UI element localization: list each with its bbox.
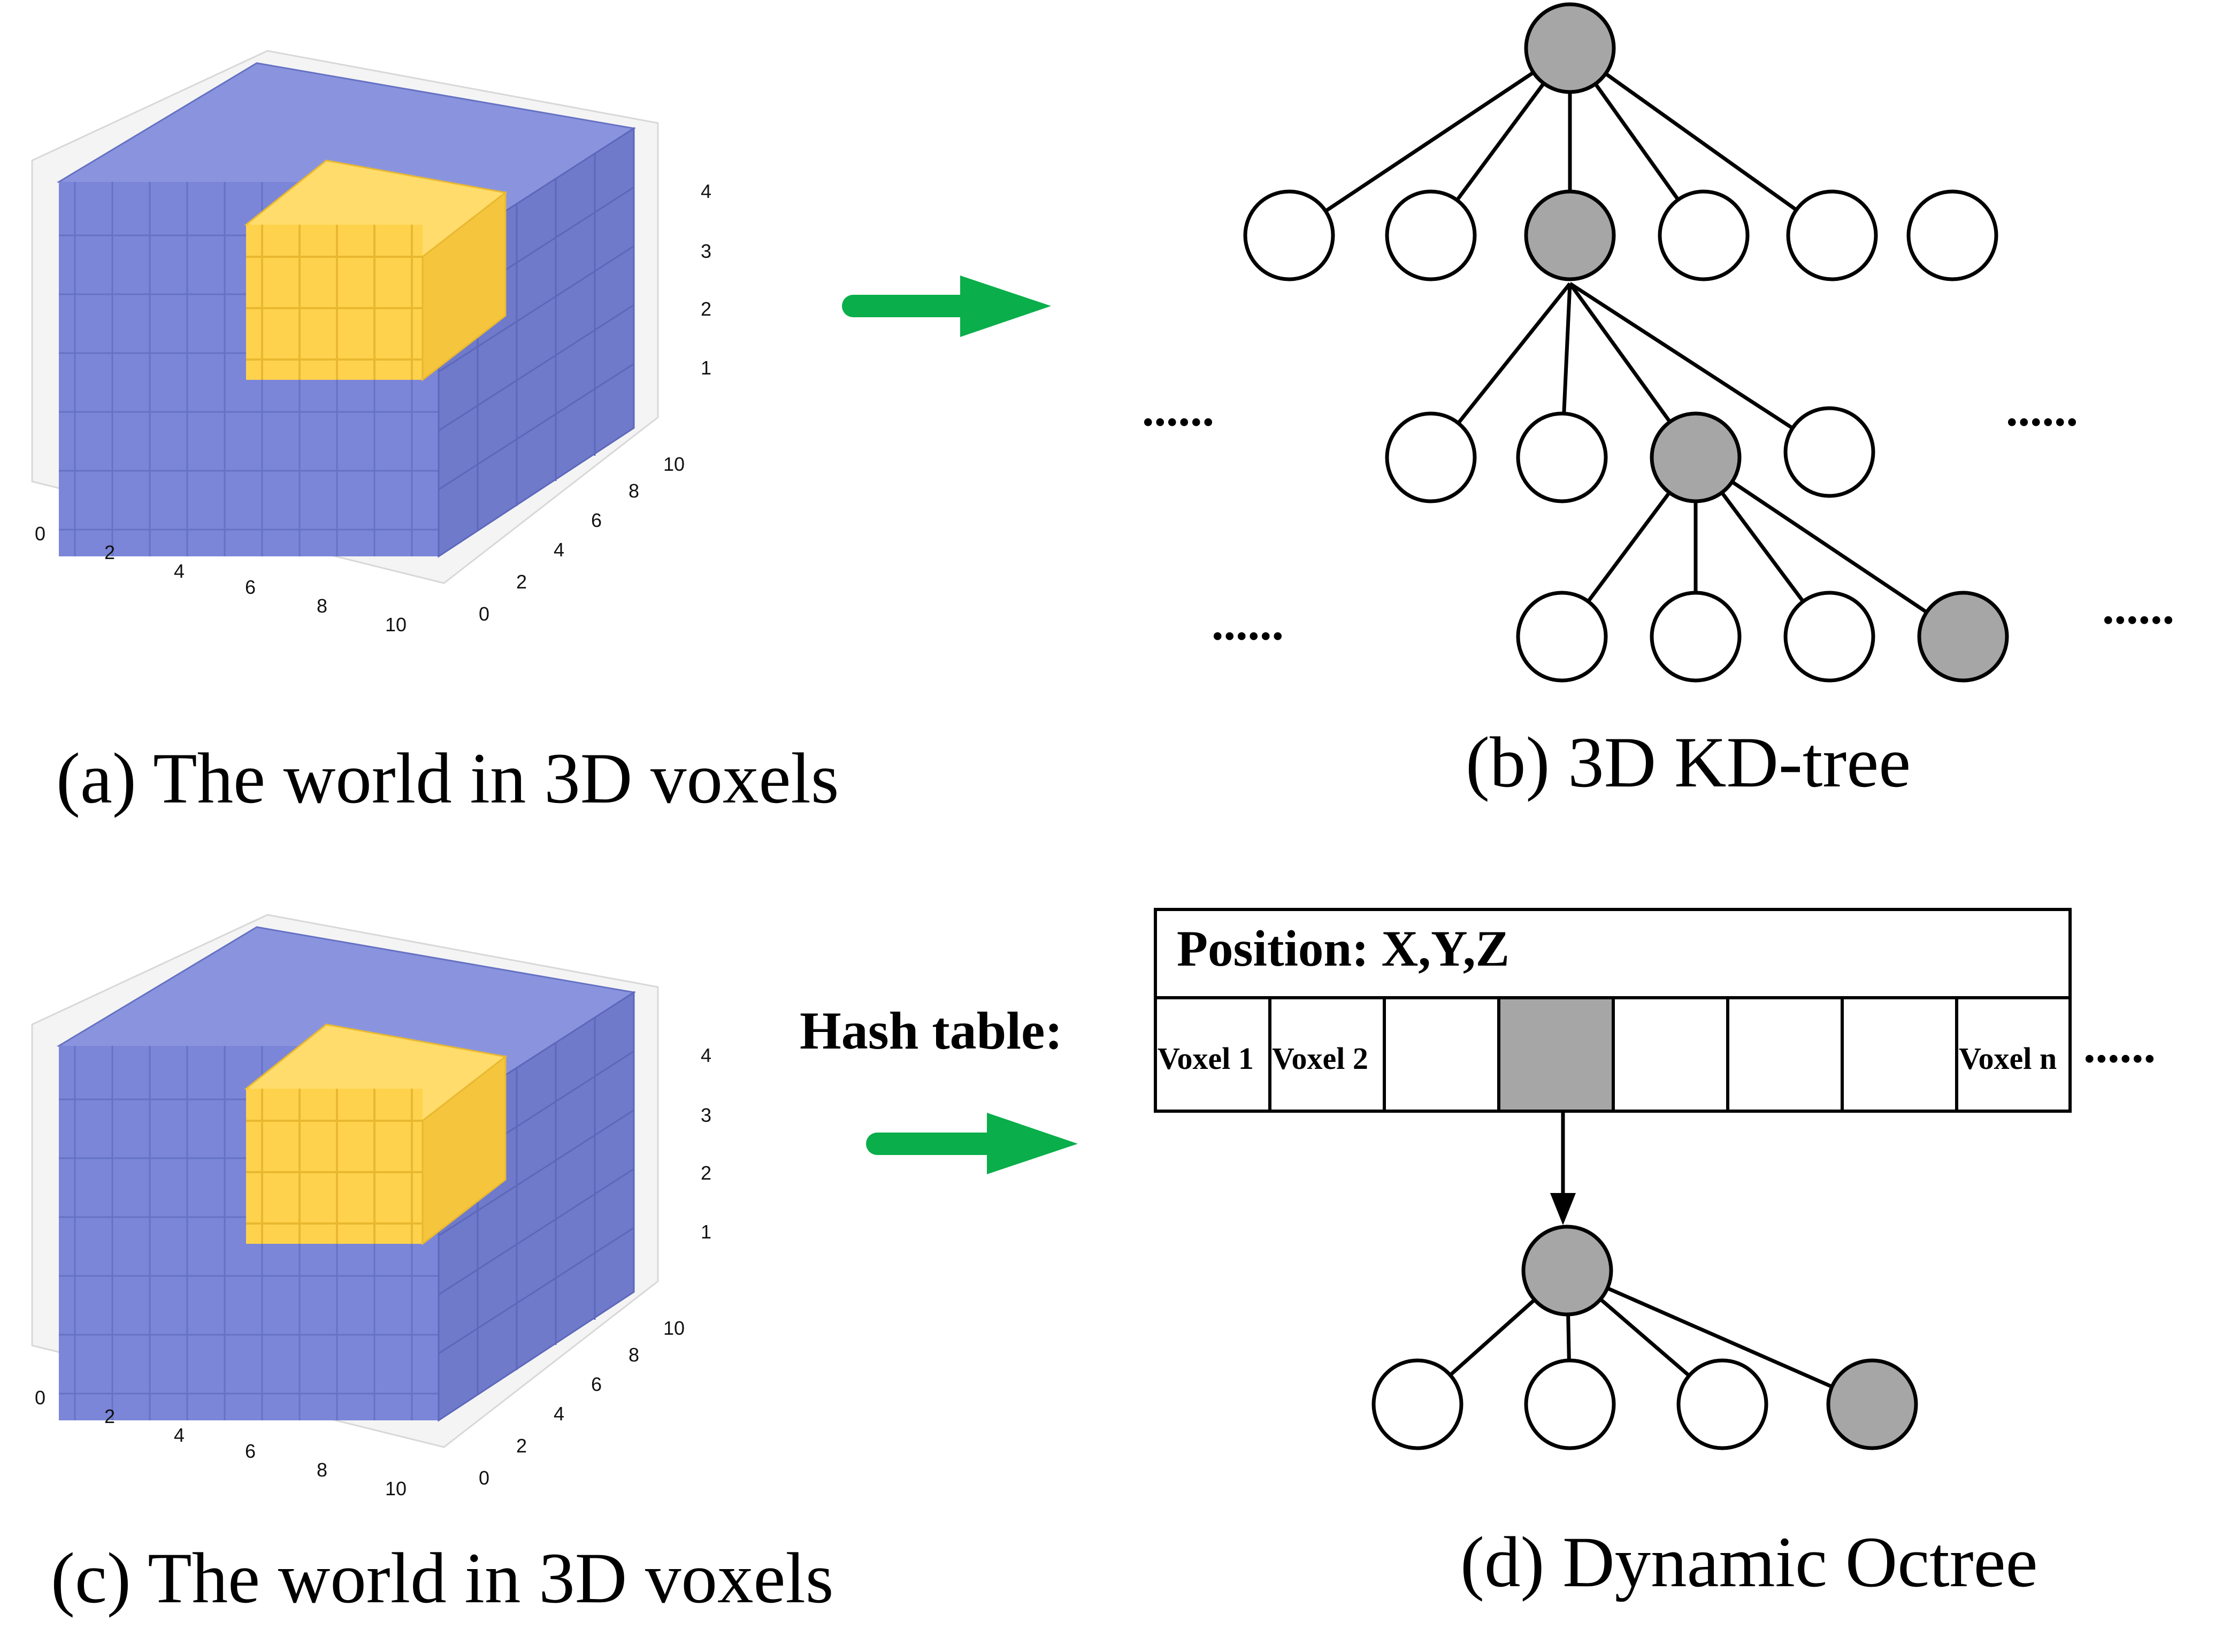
tick-label: 10 (385, 614, 407, 636)
tick-label: 4 (701, 180, 711, 202)
tick-label: 10 (663, 1317, 685, 1339)
tree-node (1524, 1358, 1616, 1450)
x-axis-ticks: 0 2 4 6 8 10 (35, 523, 407, 636)
tree-node (1650, 411, 1742, 503)
cell-label: Voxel n (1959, 1041, 2057, 1076)
tick-label: 6 (591, 1373, 602, 1395)
tick-label: 1 (701, 357, 711, 379)
ellipsis: ...... (2083, 1020, 2156, 1073)
tree-node (1783, 406, 1875, 498)
caption-c: (c) The world in 3D voxels (51, 1539, 833, 1618)
tick-label: 10 (385, 1478, 407, 1500)
ellipsis: ...... (2102, 581, 2174, 634)
tree-node (1516, 411, 1608, 503)
hash-cell (1154, 996, 1271, 1113)
caption-b: (b) 3D KD-tree (1466, 723, 1911, 802)
tick-label: 2 (516, 1435, 527, 1457)
tick-label: 2 (701, 1162, 711, 1184)
tree-node (1676, 1358, 1768, 1450)
hash-cell (1268, 996, 1386, 1113)
tick-label: 2 (701, 298, 711, 320)
tick-label: 10 (663, 453, 685, 475)
tree-node (1524, 2, 1616, 94)
hash-cell-selected (1497, 996, 1615, 1113)
tick-label: 2 (516, 571, 527, 593)
tick-label: 1 (701, 1221, 711, 1243)
tree-node (1371, 1358, 1463, 1450)
tick-label: 0 (35, 523, 45, 545)
caption-d: (d) Dynamic Octree (1460, 1523, 2037, 1602)
arrow-right-icon (842, 276, 1051, 337)
tick-label: 3 (701, 1104, 711, 1126)
tree-node (1826, 1358, 1918, 1450)
tree-node (1243, 189, 1335, 281)
tick-label: 4 (554, 1403, 564, 1425)
tree-node (1658, 189, 1750, 281)
tick-label: 8 (317, 1459, 327, 1481)
kd-tree (1243, 2, 2009, 683)
hash-cell (1955, 996, 2072, 1113)
ellipsis: ...... (1212, 597, 1284, 650)
voxel-plot-c: 0 2 4 6 8 10 0 2 4 6 8 10 1 2 3 4 (31, 914, 711, 1500)
tree-node (1521, 1225, 1613, 1317)
tick-label: 4 (174, 560, 185, 582)
position-header-text: Position: X,Y,Z (1177, 920, 1509, 977)
tree-node (1524, 189, 1616, 281)
y-axis-ticks: 0 2 4 6 8 10 (479, 1317, 685, 1489)
hash-table: Position: X,Y,Z Voxel 1 Voxel 2 Voxel n (1154, 908, 2072, 1113)
z-axis-ticks: 1 2 3 4 (701, 1044, 711, 1243)
tree-node (1516, 591, 1608, 683)
z-axis-ticks: 1 2 3 4 (701, 180, 711, 379)
tick-label: 3 (701, 240, 711, 262)
cell-label: Voxel 2 (1272, 1041, 1368, 1076)
tick-label: 4 (174, 1424, 185, 1446)
tick-label: 8 (317, 595, 327, 617)
tick-label: 8 (629, 1344, 639, 1366)
tick-label: 4 (554, 539, 564, 561)
tick-label: 6 (591, 509, 602, 531)
ellipsis: ...... (2006, 383, 2078, 436)
x-axis-ticks: 0 2 4 6 8 10 (35, 1387, 407, 1500)
tick-label: 6 (245, 1440, 256, 1462)
tick-label: 0 (479, 1467, 489, 1489)
tick-label: 2 (104, 1405, 115, 1427)
hash-cell (1726, 996, 1844, 1113)
caption-a: (a) The world in 3D voxels (56, 739, 839, 819)
tree-node (1783, 591, 1875, 683)
tree-node (1906, 189, 1998, 281)
tree-node (1917, 591, 2009, 683)
hash-cell (1612, 996, 1729, 1113)
hash-cell (1841, 996, 1958, 1113)
y-axis-ticks: 0 2 4 6 8 10 (479, 453, 685, 625)
tree-node (1385, 189, 1477, 281)
octree (1371, 1111, 1918, 1450)
tick-label: 8 (629, 480, 639, 502)
tick-label: 2 (104, 541, 115, 563)
tree-node (1385, 411, 1477, 503)
tick-label: 0 (35, 1387, 45, 1409)
hash-table-label: Hash table: (800, 1001, 1063, 1060)
arrow-down-icon (1550, 1193, 1576, 1225)
tick-label: 4 (701, 1044, 711, 1066)
tree-node (1786, 189, 1878, 281)
voxel-plot-a: 0 2 4 6 8 10 0 2 4 6 8 10 1 2 3 4 (31, 50, 711, 636)
arrow-right-icon (866, 1113, 1078, 1174)
hash-cell (1383, 996, 1500, 1113)
cell-label: Voxel 1 (1158, 1041, 1254, 1076)
tick-label: 6 (245, 576, 256, 598)
position-header (1154, 908, 2072, 999)
tick-label: 0 (479, 603, 489, 625)
ellipsis: ...... (1142, 383, 1214, 436)
tree-node (1650, 591, 1742, 683)
